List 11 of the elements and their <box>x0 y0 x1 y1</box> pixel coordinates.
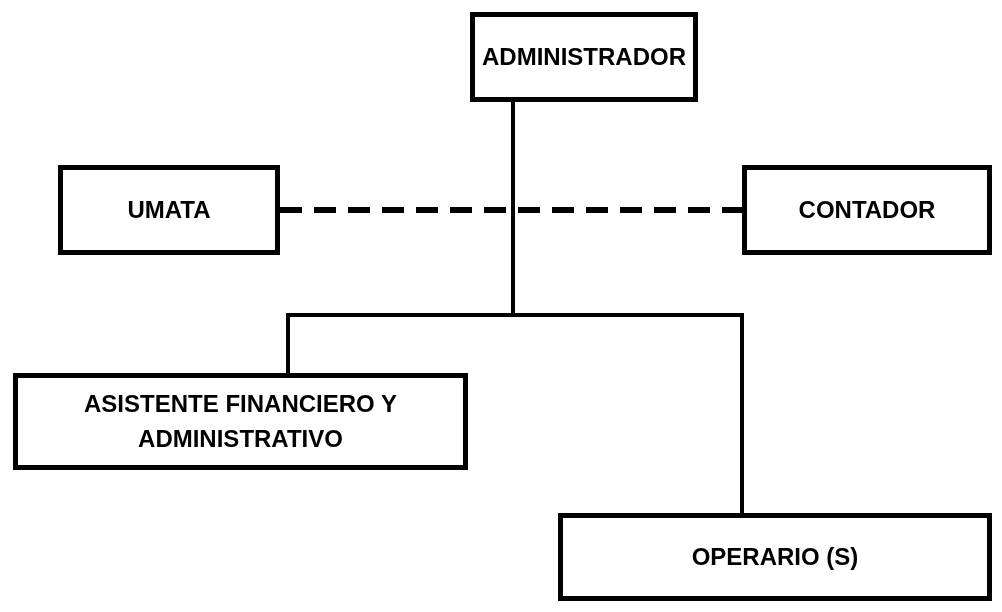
box-title: CONTADOR <box>798 194 936 225</box>
box-title: ADMINISTRADOR <box>482 41 686 72</box>
org-box <box>470 12 698 102</box>
org-box <box>742 165 992 255</box>
box-title: OPERARIO (S) <box>691 541 859 572</box>
org-box <box>58 165 280 255</box>
dashed-connector <box>280 207 742 213</box>
box-title: ASISTENTE FINANCIERO Y ADMINISTRATIVO <box>83 388 398 454</box>
box-title: UMATA <box>127 194 211 225</box>
org-box <box>13 373 468 470</box>
org-box <box>558 513 992 601</box>
